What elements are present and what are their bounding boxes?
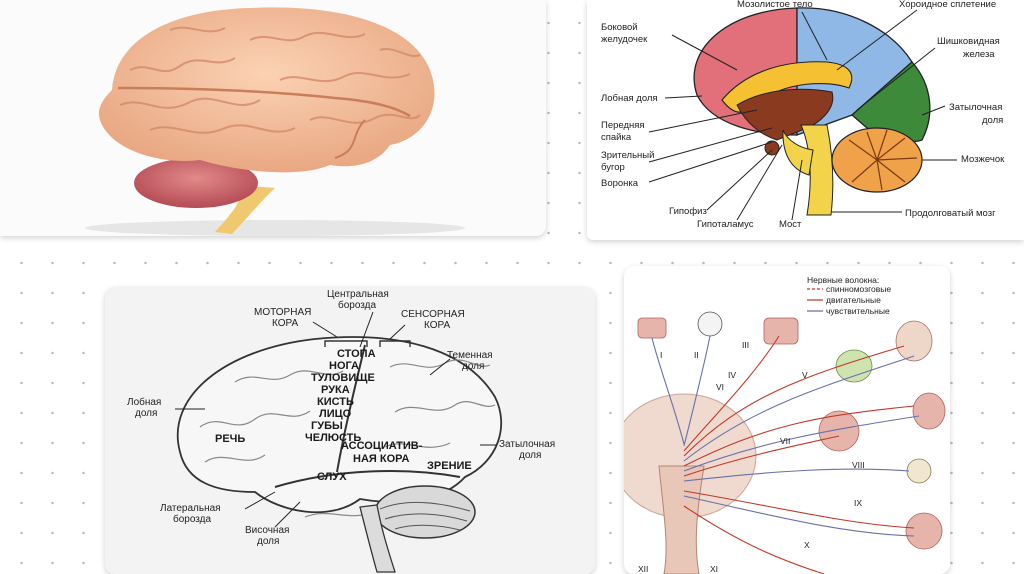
label-arm: РУКА: [321, 384, 350, 396]
label-thalamus-1: Зрительный: [601, 150, 654, 161]
numeral-11: XI: [710, 564, 718, 574]
olfactory-icon: [638, 318, 666, 338]
label-parietal-2: доля: [462, 361, 484, 372]
label-hearing: СЛУХ: [317, 471, 347, 483]
label-choroid-plexus: Хороидное сплетение: [899, 0, 996, 10]
label-occipital-2: доля: [519, 450, 541, 461]
label-assoc-1: АССОЦИАТИВ-: [341, 440, 423, 452]
label-motor-2: КОРА: [272, 318, 298, 329]
throat-icon: [906, 513, 942, 549]
label-sensory-2: КОРА: [424, 320, 450, 331]
legend-motor: двигательные: [826, 295, 881, 305]
ear-icon: [907, 459, 931, 483]
face-muscle-icon: [819, 411, 859, 451]
label-motor-1: МОТОРНАЯ: [254, 307, 311, 318]
sagittal-diagram: Мозолистое тело Хороидное сплетение Боко…: [587, 0, 1024, 240]
label-foot: СТОПА: [337, 348, 376, 360]
numeral-7: VII: [780, 436, 790, 446]
label-leg: НОГА: [329, 360, 359, 372]
label-vision: ЗРЕНИЕ: [427, 460, 472, 472]
numeral-4: IV: [728, 370, 736, 380]
numeral-2: II: [694, 350, 699, 360]
label-lateral-sulcus-2: борозда: [173, 513, 212, 525]
label-pineal-1: Шишковидная: [937, 36, 1000, 47]
label-sensory-1: СЕНСОРНАЯ: [401, 309, 465, 320]
label-hand: КИСТЬ: [317, 396, 354, 408]
numeral-8: VIII: [852, 460, 865, 470]
cerebellum-shape: [375, 486, 475, 538]
label-temporal-2: доля: [257, 536, 279, 547]
label-parietal-1: Теменная: [447, 350, 493, 361]
label-pituitary: Гипофиз: [669, 206, 707, 217]
numeral-12: XII: [638, 564, 648, 574]
label-frontal-2: доля: [135, 408, 157, 419]
label-lips: ГУБЫ: [311, 420, 343, 432]
eye-icon: [698, 312, 722, 336]
cerebrum-shape: [99, 7, 435, 172]
label-temporal-1: Височная: [245, 525, 289, 536]
label-cerebellum: Мозжечок: [961, 154, 1005, 165]
label-speech: РЕЧЬ: [215, 433, 245, 445]
label-assoc-2: НАЯ КОРА: [353, 453, 409, 465]
label-occipital-2: доля: [982, 115, 1003, 126]
label-pons: Мост: [779, 219, 802, 230]
label-face: ЛИЦО: [319, 408, 352, 420]
label-occipital-1: Затылочная: [499, 439, 555, 450]
numeral-5: V: [802, 370, 808, 380]
label-lateral-ventricle-1: Боковой: [601, 22, 638, 33]
label-anterior-commissure-2: спайка: [601, 132, 632, 143]
label-pineal-2: железа: [963, 49, 995, 60]
brainstem-shape: [659, 466, 704, 574]
brain-model-image: [0, 0, 546, 236]
legend-spinal: спинномозговые: [826, 284, 891, 294]
numeral-6: VI: [716, 382, 724, 392]
head-icon-1: [896, 321, 932, 361]
label-trunk: ТУЛОВИЩЕ: [311, 372, 375, 384]
numeral-3: III: [742, 340, 749, 350]
label-infundibulum: Воронка: [601, 178, 639, 189]
mouth-icon-1: [913, 393, 945, 429]
cortex-functions-card: Центральная борозда МОТОРНАЯ КОРА СЕНСОР…: [105, 287, 595, 574]
numeral-1: I: [660, 350, 662, 360]
numeral-10: X: [804, 540, 810, 550]
label-central-sulcus-2: борозда: [338, 299, 377, 311]
label-frontal: Лобная доля: [601, 93, 658, 104]
label-anterior-commissure-1: Передняя: [601, 120, 645, 131]
label-frontal-1: Лобная: [127, 396, 161, 408]
label-lateral-ventricle-2: желудочек: [601, 34, 648, 45]
cranial-nerves-card: Нервные волокна: спинномозговые двигател…: [624, 266, 950, 574]
label-lateral-sulcus-1: Латеральная: [160, 503, 221, 514]
brain-photo-card: [0, 0, 546, 236]
label-hypothalamus: Гипоталамус: [697, 219, 754, 230]
label-central-sulcus-1: Центральная: [327, 289, 389, 300]
cranial-nerves-diagram: Нервные волокна: спинномозговые двигател…: [624, 266, 950, 574]
sagittal-section-card: Мозолистое тело Хороидное сплетение Боко…: [587, 0, 1024, 240]
label-occipital-1: Затылочная: [949, 102, 1002, 113]
label-thalamus-2: бугор: [601, 162, 625, 173]
numeral-9: IX: [854, 498, 862, 508]
cortex-diagram: Центральная борозда МОТОРНАЯ КОРА СЕНСОР…: [105, 287, 595, 574]
eye-muscle-icon: [764, 318, 798, 344]
label-medulla: Продолговатый мозг: [905, 208, 996, 219]
legend-sensory: чувствительные: [826, 306, 890, 316]
